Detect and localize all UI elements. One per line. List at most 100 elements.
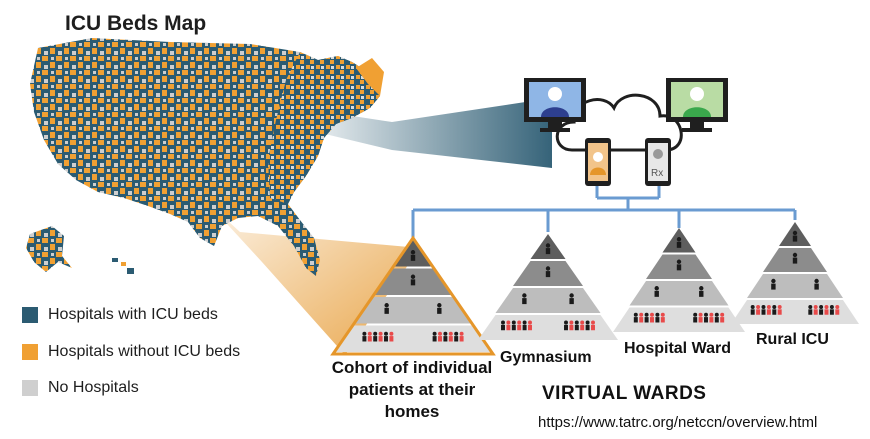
patient-icon bbox=[378, 331, 383, 342]
person-icon bbox=[676, 237, 682, 248]
pyramid-gymnasium bbox=[478, 234, 618, 340]
patient-icon bbox=[448, 331, 453, 342]
legend-label-without-icu: Hospitals without ICU beds bbox=[48, 343, 241, 360]
network-connectors bbox=[411, 186, 797, 238]
telehealth-cluster: Rx bbox=[524, 78, 728, 186]
patient-icon bbox=[459, 331, 464, 342]
patient-icon bbox=[819, 305, 824, 315]
legend-item-without-icu: Hospitals without ICU beds bbox=[22, 342, 240, 362]
person-icon bbox=[410, 274, 416, 286]
pyramid-rural-icu-tier-3 bbox=[747, 274, 843, 298]
gymnasium-label: Gymnasium bbox=[500, 349, 592, 366]
patient-icon bbox=[591, 320, 595, 331]
pharmacist-monitor bbox=[666, 78, 728, 132]
rx-phone: Rx bbox=[645, 138, 671, 186]
patient-icon bbox=[633, 312, 638, 323]
patient-icon bbox=[750, 305, 755, 315]
pyramid-hospital-ward-tier-4 bbox=[613, 307, 745, 332]
pyramid-rural-icu bbox=[731, 222, 859, 324]
patient-icon bbox=[522, 320, 527, 331]
legend-swatch-with-icu bbox=[22, 307, 38, 323]
pyramid-hospital-ward-tier-3 bbox=[629, 281, 729, 306]
patient-icon bbox=[824, 305, 829, 315]
legend-item-with-icu: Hospitals with ICU beds bbox=[22, 305, 218, 325]
patient-icon bbox=[709, 312, 714, 323]
patient-icon bbox=[777, 305, 782, 315]
patient-icon bbox=[511, 320, 516, 331]
us-icu-map bbox=[26, 38, 384, 276]
person-icon bbox=[699, 286, 704, 297]
person-icon bbox=[569, 293, 574, 305]
patient-icon bbox=[389, 331, 394, 342]
map-title: ICU Beds Map bbox=[65, 12, 207, 35]
cohort-label: Cohort of individual patients at their h… bbox=[322, 357, 502, 423]
doctor-monitor bbox=[524, 78, 586, 132]
patient-icon bbox=[443, 331, 448, 342]
patient-phone bbox=[585, 138, 611, 186]
patient-icon bbox=[580, 320, 585, 331]
pyramid-gymnasium-tier-3 bbox=[495, 288, 601, 313]
patient-icon bbox=[698, 312, 703, 323]
person-icon bbox=[545, 243, 551, 255]
patient-icon bbox=[660, 312, 665, 323]
cohort-label-line-1: Cohort of individual bbox=[331, 358, 493, 377]
person-icon bbox=[437, 303, 442, 314]
beam-to-telehealth bbox=[300, 98, 552, 168]
pyramid-rural-icu-tier-4 bbox=[731, 300, 859, 324]
legend-swatch-without-icu bbox=[22, 344, 38, 360]
patient-icon bbox=[829, 305, 834, 315]
person-icon bbox=[410, 250, 416, 261]
person-icon bbox=[654, 286, 659, 297]
patient-icon bbox=[766, 305, 771, 315]
patient-icon bbox=[693, 312, 698, 323]
patient-icon bbox=[373, 331, 378, 342]
person-icon bbox=[522, 293, 527, 305]
person-icon bbox=[545, 266, 551, 278]
patient-icon bbox=[808, 305, 813, 315]
rural-icu-label: Rural ICU bbox=[756, 331, 829, 348]
person-icon bbox=[771, 278, 776, 290]
pyramid-cohort-tier-3 bbox=[354, 297, 472, 324]
doctor-avatar-icon bbox=[548, 87, 562, 101]
hospital-ward-label: Hospital Ward bbox=[624, 340, 731, 357]
person-icon bbox=[792, 252, 798, 264]
cloud-icon bbox=[555, 93, 683, 152]
patient-icon bbox=[528, 320, 532, 331]
patient-icon bbox=[384, 331, 388, 342]
person-icon bbox=[814, 278, 819, 290]
patient-icon bbox=[650, 312, 654, 323]
patient-icon bbox=[574, 320, 579, 331]
pyramid-cohort-tier-4 bbox=[335, 325, 491, 352]
pharmacist-avatar-icon bbox=[690, 87, 704, 101]
patient-icon bbox=[761, 305, 766, 315]
patient-icon bbox=[720, 312, 725, 323]
patient-icon bbox=[704, 312, 708, 323]
patient-avatar-icon bbox=[593, 152, 603, 162]
patient-icon bbox=[438, 331, 442, 342]
pyramid-hospital-ward bbox=[613, 228, 745, 332]
patient-icon bbox=[655, 312, 660, 323]
patient-icon bbox=[517, 320, 522, 331]
virtual-ward-pyramids bbox=[330, 222, 859, 356]
pyramid-cohort bbox=[330, 235, 496, 356]
person-icon bbox=[676, 259, 682, 271]
virtual-wards-title: VIRTUAL WARDS bbox=[542, 383, 707, 404]
patient-icon bbox=[506, 320, 511, 331]
patient-icon bbox=[639, 312, 644, 323]
patient-icon bbox=[644, 312, 649, 323]
legend-label-no-hospitals: No Hospitals bbox=[48, 379, 139, 396]
patient-icon bbox=[772, 305, 777, 315]
pyramid-cohort-outline bbox=[330, 235, 496, 356]
patient-icon bbox=[835, 305, 840, 315]
rx-prescription-icon: Rx bbox=[651, 168, 663, 179]
cohort-label-line-3: homes bbox=[384, 402, 440, 421]
pyramid-gymnasium-tier-4 bbox=[478, 315, 618, 340]
patient-icon bbox=[585, 320, 590, 331]
patient-icon bbox=[569, 320, 574, 331]
patient-icon bbox=[756, 305, 761, 315]
cohort-label-line-2: patients at their bbox=[348, 380, 476, 399]
patient-icon bbox=[714, 312, 719, 323]
legend-item-no-hospitals: No Hospitals bbox=[22, 378, 139, 398]
